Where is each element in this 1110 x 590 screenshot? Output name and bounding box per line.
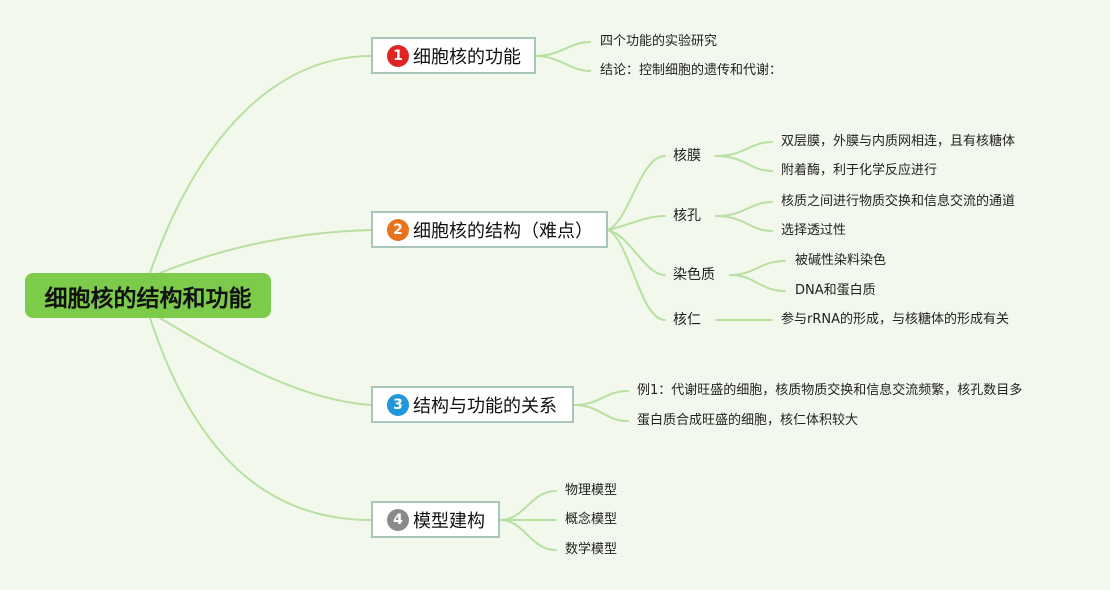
subtopic-nuclear-pore[interactable]: 核孔 xyxy=(673,208,701,224)
topic-4-title: 模型建构 xyxy=(413,510,485,532)
number-1-icon: 1 xyxy=(387,44,409,67)
nuclear-pore-leaf-1[interactable]: 核质之间进行物质交换和信息交流的通道 xyxy=(781,194,1016,209)
topic-1-leaf-1[interactable]: 四个功能的实验研究 xyxy=(600,34,718,49)
nuclear-envelope-leaf-2[interactable]: 附着酶，利于化学反应进行 xyxy=(781,163,938,178)
chromatin-leaf-2[interactable]: DNA和蛋白质 xyxy=(795,283,876,298)
topic-3-leaf-2[interactable]: 蛋白质合成旺盛的细胞，核仁体积较大 xyxy=(637,413,859,428)
number-3-icon: 3 xyxy=(387,393,409,416)
topic-4-leaf-2[interactable]: 概念模型 xyxy=(565,512,618,527)
topic-2-title: 细胞核的结构（难点） xyxy=(413,220,593,242)
subtopic-nucleolus[interactable]: 核仁 xyxy=(673,312,701,328)
nuclear-envelope-leaf-1[interactable]: 双层膜，外膜与内质网相连，且有核糖体 xyxy=(781,134,1016,149)
topic-1[interactable]: 1 细胞核的功能 xyxy=(371,37,536,74)
topic-2[interactable]: 2 细胞核的结构（难点） xyxy=(371,211,608,248)
topic-3-title: 结构与功能的关系 xyxy=(413,395,557,417)
nuclear-pore-leaf-2[interactable]: 选择透过性 xyxy=(781,223,847,238)
nucleolus-leaf-1[interactable]: 参与rRNA的形成，与核糖体的形成有关 xyxy=(781,312,1009,327)
root-title: 细胞核的结构和功能 xyxy=(44,285,252,312)
subtopic-nuclear-envelope[interactable]: 核膜 xyxy=(673,148,701,164)
topic-1-title: 细胞核的功能 xyxy=(413,46,521,68)
topic-3[interactable]: 3 结构与功能的关系 xyxy=(371,386,574,423)
chromatin-leaf-1[interactable]: 被碱性染料染色 xyxy=(795,253,887,268)
root-topic[interactable]: 细胞核的结构和功能 xyxy=(25,273,271,318)
topic-1-leaf-2[interactable]: 结论：控制细胞的遗传和代谢： xyxy=(600,63,783,78)
topic-4[interactable]: 4 模型建构 xyxy=(371,501,500,538)
number-4-icon: 4 xyxy=(387,508,409,531)
topic-4-leaf-1[interactable]: 物理模型 xyxy=(565,483,618,498)
number-2-icon: 2 xyxy=(387,218,409,241)
topic-4-leaf-3[interactable]: 数学模型 xyxy=(565,542,618,557)
topic-3-leaf-1[interactable]: 例1：代谢旺盛的细胞，核质物质交换和信息交流频繁，核孔数目多 xyxy=(637,383,1023,398)
subtopic-chromatin[interactable]: 染色质 xyxy=(673,267,715,283)
